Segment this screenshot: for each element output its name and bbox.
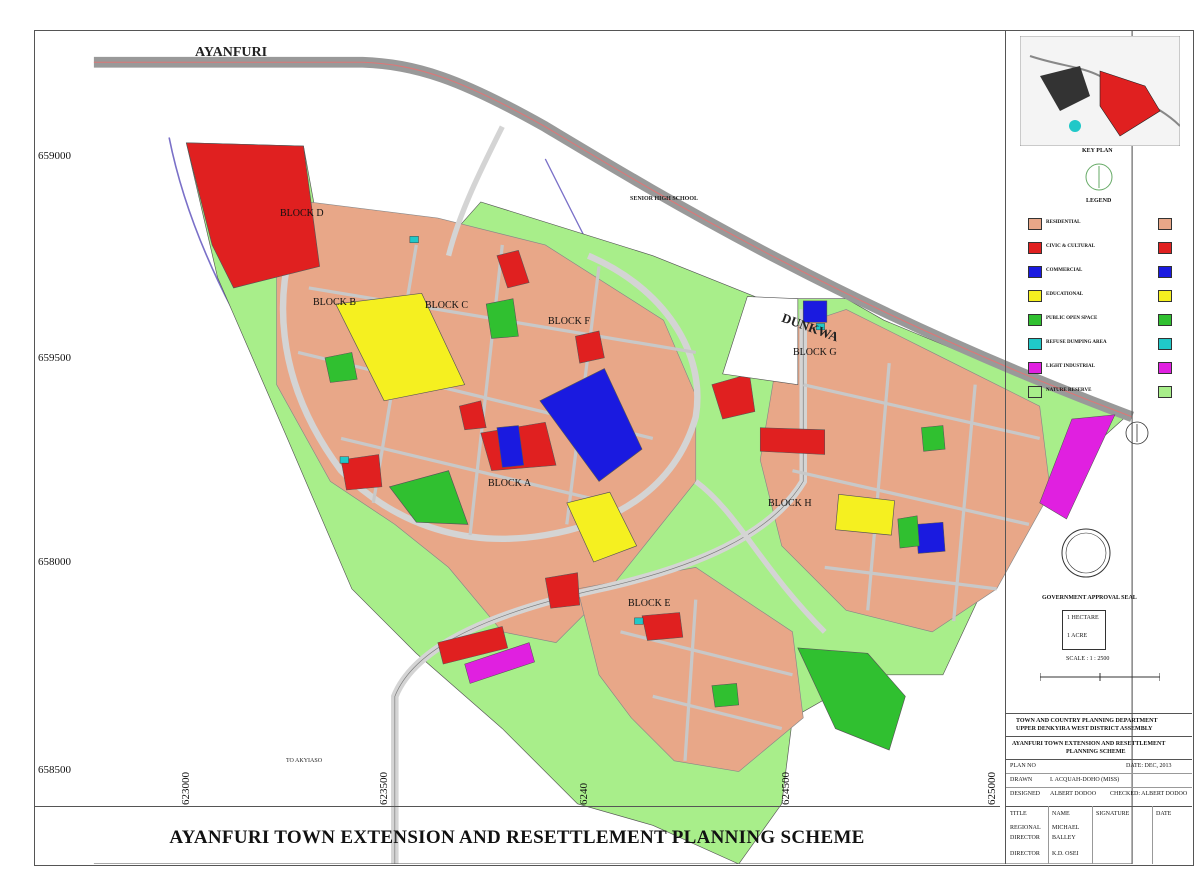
- row-kd-osei: K.D. OSEI: [1052, 851, 1079, 857]
- north-arrow-icon: [1085, 163, 1113, 191]
- title-block-sidebar: KEY PLAN LEGEND RESIDENTIAL CIVIC & CULT…: [1005, 30, 1192, 864]
- legend-item-open-space: PUBLIC OPEN SPACE: [1006, 314, 1192, 334]
- table-header-title: TITLE: [1010, 811, 1027, 817]
- open-space-5: [897, 515, 920, 549]
- area-scale-box: 1 HECTARE 1 ACRE: [1062, 610, 1106, 650]
- open-space-7: [711, 683, 740, 708]
- legend-item-residential: RESIDENTIAL: [1006, 218, 1192, 238]
- civic-plot-6: [544, 572, 580, 609]
- department-line2: UPPER DENKYIRA WEST DISTRICT ASSEMBLY: [1016, 726, 1153, 732]
- row-director-2: DIRECTOR: [1010, 851, 1040, 857]
- easting-623500: 623500: [378, 772, 390, 805]
- commercial-zone-main: [539, 368, 643, 482]
- table-header-name: NAME: [1052, 811, 1070, 817]
- block-e-label: BLOCK E: [628, 598, 671, 609]
- legend-title: LEGEND: [1086, 198, 1112, 204]
- plan-no-label: PLAN NO: [1010, 763, 1036, 769]
- scheme-line1: AYANFURI TOWN EXTENSION AND RESETTLEMENT: [1012, 741, 1166, 747]
- civic-plot-10: [437, 626, 509, 665]
- block-f-label: BLOCK F: [548, 316, 590, 327]
- easting-623000: 623000: [180, 772, 192, 805]
- northing-658500: 658500: [38, 764, 71, 776]
- drawn-label: DRAWN: [1010, 777, 1033, 783]
- scale-label: SCALE : 1 : 2500: [1066, 656, 1110, 662]
- scale-bar: [1040, 673, 1160, 681]
- title-band: AYANFURI TOWN EXTENSION AND RESETTLEMENT…: [34, 806, 1000, 865]
- legend-item-commercial: COMMERCIAL: [1006, 266, 1192, 286]
- senior-high-school-site: [722, 296, 799, 386]
- northing-659500: 659500: [38, 352, 71, 364]
- open-space-4: [324, 352, 358, 383]
- approval-seal-label: GOVERNMENT APPROVAL SEAL: [1042, 595, 1137, 601]
- plan-date: DATE: DEC, 2013: [1126, 763, 1172, 769]
- utility-plot-1: [409, 236, 419, 244]
- northing-659000: 659000: [38, 150, 71, 162]
- open-space-2: [797, 647, 906, 751]
- legend-item-light-industrial: LIGHT INDUSTRIAL: [1006, 362, 1192, 382]
- road-north: [445, 125, 505, 257]
- easting-625000: 625000: [986, 772, 998, 805]
- ayanfuri-label: AYANFURI: [195, 45, 268, 60]
- table-header-date: DATE: [1156, 811, 1172, 817]
- key-plan-label: KEY PLAN: [1082, 148, 1113, 154]
- row-balley: BALLEY: [1052, 835, 1076, 841]
- compass-icon: [1125, 421, 1149, 445]
- civic-plot-1: [496, 250, 530, 289]
- drawn-by: I. ACQUAH-DOHO (MISS): [1050, 777, 1120, 783]
- designed-by: ALBERT DODOO: [1050, 791, 1097, 797]
- table-header-signature: SIGNATURE: [1096, 811, 1130, 817]
- civic-plot-8: [759, 427, 825, 455]
- educational-zone-block-h: [835, 493, 895, 536]
- key-plan-map: [1020, 36, 1180, 146]
- legend-item-refuse: REFUSE DUMPING AREA: [1006, 338, 1192, 358]
- commercial-plot-3: [915, 521, 946, 554]
- senior-high-school-label: SENIOR HIGH SCHOOL: [630, 196, 699, 202]
- commercial-plot-2: [802, 300, 828, 323]
- utility-plot-3: [634, 617, 644, 625]
- utility-plot-4: [815, 323, 825, 331]
- block-c-label: BLOCK C: [425, 300, 469, 311]
- site-plan-map: [93, 30, 1134, 864]
- open-space-3: [485, 298, 519, 339]
- civic-zone-north: [185, 142, 320, 289]
- educational-zone-block-b: [335, 292, 466, 402]
- civic-plot-3: [458, 400, 487, 431]
- row-director: DIRECTOR: [1010, 835, 1040, 841]
- civic-plot-7: [711, 373, 756, 420]
- scheme-line2: PLANNING SCHEME: [1066, 749, 1126, 755]
- light-industrial-2: [1039, 414, 1116, 520]
- map-title: AYANFURI TOWN EXTENSION AND RESETTLEMENT…: [169, 827, 865, 848]
- block-g-label: BLOCK G: [793, 347, 837, 358]
- main-access-road-edge: [394, 309, 804, 864]
- legend-item-civic: CIVIC & CULTURAL: [1006, 242, 1192, 262]
- civic-plot-9: [641, 612, 684, 641]
- designed-label: DESIGNED: [1010, 791, 1040, 797]
- commercial-plot-1: [496, 425, 525, 468]
- northing-658000: 658000: [38, 556, 71, 568]
- block-b-label: BLOCK B: [313, 297, 357, 308]
- legend-item-nature-reserve: NATURE RESERVE: [1006, 386, 1192, 406]
- easting-624000: 6240: [578, 783, 590, 805]
- row-michael: MICHAEL: [1052, 825, 1080, 831]
- legend-item-educational: EDUCATIONAL: [1006, 290, 1192, 310]
- open-space-6: [921, 425, 946, 452]
- civic-plot-2: [575, 330, 605, 364]
- block-h-label: BLOCK H: [768, 498, 812, 509]
- civic-plot-5: [340, 454, 383, 491]
- utility-plot-2: [339, 456, 349, 464]
- educational-zone-block-a: [566, 491, 638, 563]
- row-regional: REGIONAL: [1010, 825, 1041, 831]
- block-d-label: BLOCK D: [280, 208, 324, 219]
- checked-by: CHECKED: ALBERT DODOO: [1110, 791, 1188, 797]
- department-line1: TOWN AND COUNTRY PLANNING DEPARTMENT: [1016, 718, 1158, 724]
- block-a-label: BLOCK A: [488, 478, 532, 489]
- approval-seal-icon: [1061, 528, 1111, 578]
- light-industrial-1: [464, 642, 535, 684]
- to-akyiaso-label: TO AKYIASO: [286, 758, 323, 764]
- open-space-1: [388, 470, 469, 525]
- easting-624500: 624500: [780, 772, 792, 805]
- ring-road: [279, 200, 701, 542]
- road-southeast: [694, 479, 827, 634]
- highway-centerline: [93, 61, 1133, 418]
